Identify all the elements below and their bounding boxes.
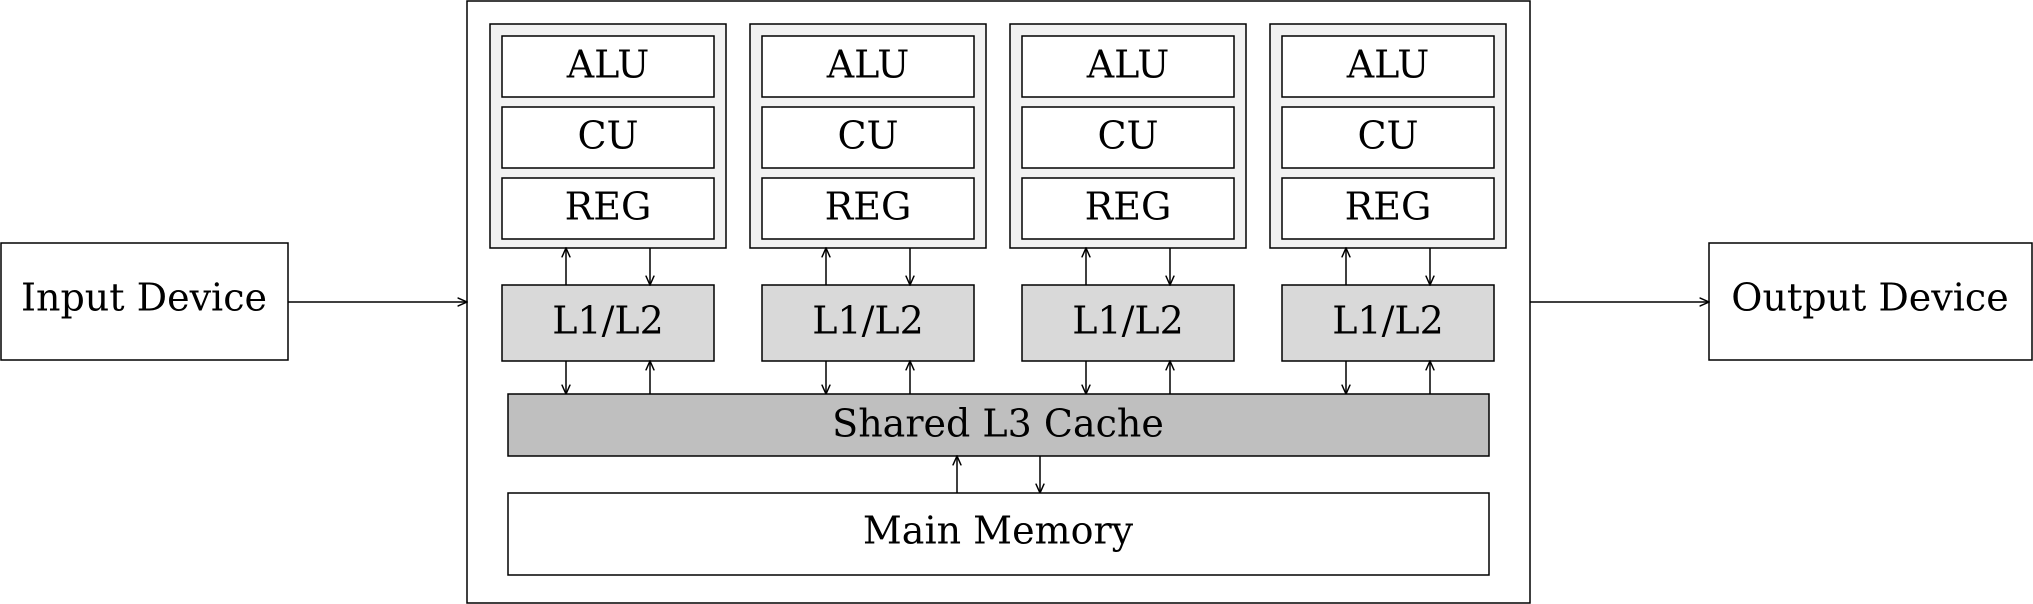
input-device-box	[0, 242, 289, 361]
core-2: ALU CU REG L1/L2	[749, 23, 987, 394]
core-1-l1l2-box	[501, 284, 715, 362]
core-4: ALU CU REG L1/L2	[1269, 23, 1507, 394]
core-3-cu-label: CU	[1097, 114, 1158, 158]
core-2-cu-label: CU	[837, 114, 898, 158]
core-4-l1l2-box	[1281, 284, 1495, 362]
core-1: ALU CU REG L1/L2	[489, 23, 727, 394]
core-1-reg-label: REG	[565, 185, 652, 229]
core-2-reg-label: REG	[825, 185, 912, 229]
core-3-l1l2-label: L1/L2	[1072, 299, 1184, 343]
core-1-cu-label: CU	[577, 114, 638, 158]
core-2-cu-box	[761, 106, 975, 169]
core-4-cu-label: CU	[1357, 114, 1418, 158]
core-2-alu-box	[761, 35, 975, 98]
shared-l3-cache-label: Shared L3 Cache	[832, 402, 1164, 446]
core-1-alu-box	[501, 35, 715, 98]
core-3-l1l2-box	[1021, 284, 1235, 362]
core-1-cu-box	[501, 106, 715, 169]
core-2-reg-box	[761, 177, 975, 240]
input-device-label: Input Device	[21, 276, 267, 320]
core-2-l1l2-box	[761, 284, 975, 362]
main-memory-label: Main Memory	[863, 509, 1134, 553]
main-memory-box	[507, 492, 1490, 576]
core-2-l1l2-label: L1/L2	[812, 299, 924, 343]
core-4-alu-label: ALU	[1346, 43, 1430, 87]
core-4-alu-box	[1281, 35, 1495, 98]
core-2-alu-label: ALU	[826, 43, 910, 87]
core-1-reg-box	[501, 177, 715, 240]
core-3-reg-box	[1021, 177, 1235, 240]
core-1-alu-label: ALU	[566, 43, 650, 87]
core-4-reg-label: REG	[1345, 185, 1432, 229]
core-4-l1l2-label: L1/L2	[1332, 299, 1444, 343]
core-3-reg-label: REG	[1085, 185, 1172, 229]
output-device-box	[1708, 242, 2033, 361]
core-3-alu-label: ALU	[1086, 43, 1170, 87]
core-3-alu-box	[1021, 35, 1235, 98]
shared-l3-cache-box	[507, 393, 1490, 457]
core-4-reg-box	[1281, 177, 1495, 240]
core-1-l1l2-label: L1/L2	[552, 299, 664, 343]
output-device-label: Output Device	[1731, 276, 2008, 320]
core-4-cu-box	[1281, 106, 1495, 169]
core-3: ALU CU REG L1/L2	[1009, 23, 1247, 394]
core-3-cu-box	[1021, 106, 1235, 169]
